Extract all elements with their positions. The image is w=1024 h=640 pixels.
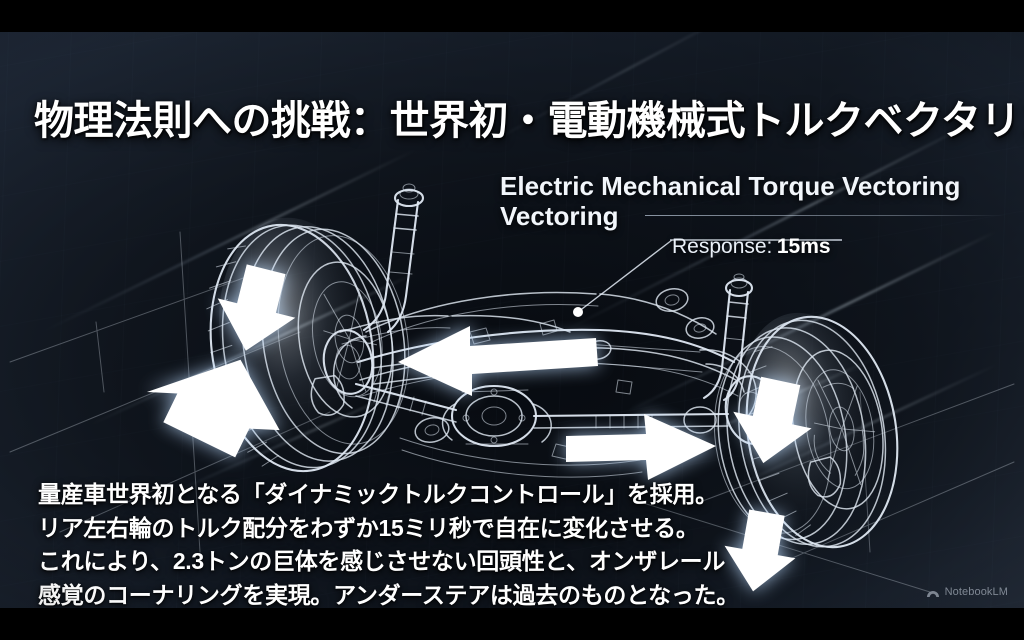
body-line-2: リア左右輪のトルク配分をわずか15ミリ秒で自在に変化させる。 [38,514,699,541]
slide-title: 物理法則への挑戦：世界初・電動機械式トルクベクタリング [34,99,1024,143]
letterbox-top [0,0,1024,32]
left-hub-carrier [322,329,374,409]
callout-label: Response: [672,235,773,258]
subtitle-rule [645,215,1005,216]
response-callout: Response: 15ms [672,235,831,259]
body-line-1: 量産車世界初となる「ダイナミックトルクコントロール」を採用。 [38,481,718,507]
left-shock-absorber [362,183,425,334]
body-copy: 量産車世界初となる「ダイナミックトルクコントロール」を採用。 リア左右輪のトルク… [38,478,739,608]
right-halfshaft [532,406,730,434]
subtitle-line-1: Electric Mechanical Torque Vectoring [500,171,961,201]
english-subtitle: Electric Mechanical Torque Vectoring Vec… [500,171,961,231]
body-line-3: これにより、2.3トンの巨体を感じさせない回頭性と、オンザレール [38,548,726,574]
watermark-label: NotebookLM [944,586,1008,598]
notebooklm-logo-icon [926,591,939,597]
slide-stage: 物理法則への挑戦：世界初・電動機械式トルクベクタリング Electric Mec… [0,32,1024,608]
notebooklm-watermark: NotebookLM [926,586,1008,598]
letterbox-bottom [0,608,1024,640]
subtitle-line-2: Vectoring [500,200,619,231]
left-wheel [206,217,410,473]
callout-value: 15ms [776,235,831,258]
body-line-4: 感覚のコーナリングを実現。アンダーステアは過去のものとなった。 [38,581,739,608]
